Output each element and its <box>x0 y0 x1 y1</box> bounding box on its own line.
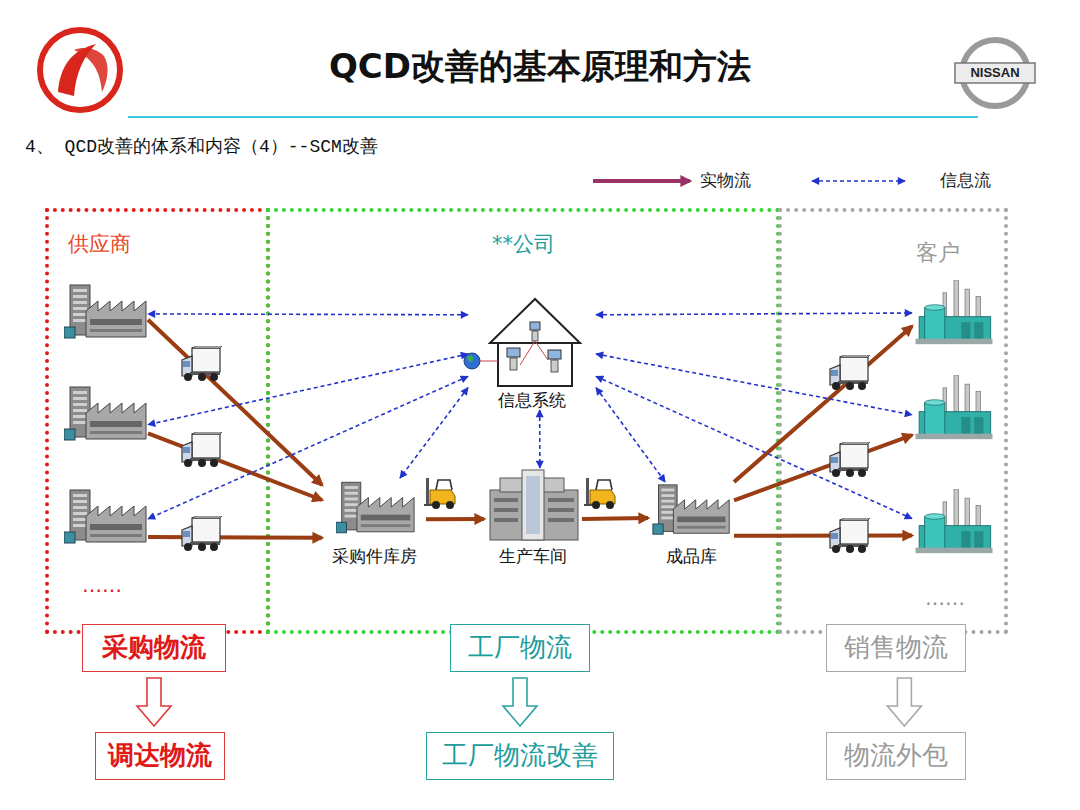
box-label: 销售物流 <box>844 632 948 663</box>
truck-icon <box>830 518 870 553</box>
icon-node <box>912 280 996 346</box>
node-label: 信息系统 <box>468 390 596 410</box>
block-arrow <box>887 678 921 726</box>
truck-icon <box>182 346 222 381</box>
region-box: 客户 <box>778 208 1008 634</box>
truck-icon <box>830 355 870 390</box>
flow-box: 采购物流 <box>82 624 226 672</box>
material-flow-arrow <box>734 534 912 538</box>
forklift-icon <box>584 478 615 509</box>
customer-plants <box>916 280 993 553</box>
region-heading: **公司 <box>492 232 555 257</box>
icon-node <box>912 374 996 442</box>
nissan-logo <box>955 40 1035 106</box>
flow-box: 工厂物流 <box>450 624 590 672</box>
supplier-factories <box>64 285 146 543</box>
information-flow-arrow <box>596 313 912 315</box>
icon-node <box>912 488 996 556</box>
legend-text: 信息流 <box>940 170 991 190</box>
icon-node <box>64 384 148 442</box>
region-heading: 客户 <box>916 240 960 266</box>
material-flow-arrow <box>734 326 912 482</box>
plant-icon <box>916 489 993 553</box>
information-flow-arrow <box>596 376 912 518</box>
flow-box: 销售物流 <box>826 624 966 672</box>
plant-icon <box>916 280 993 344</box>
icon-node: 成品库 <box>648 482 734 566</box>
factory-icon <box>64 490 146 543</box>
logo-text: NISSAN <box>955 65 1035 81</box>
truck-icon <box>182 432 222 467</box>
information-flow-arrow <box>539 410 541 468</box>
legend-sample <box>802 171 915 191</box>
truck-icon <box>182 516 222 551</box>
region-heading: 供应商 <box>68 232 131 257</box>
flow-box: 工厂物流改善 <box>426 732 614 780</box>
material-flow-arrow <box>148 535 322 540</box>
block-arrow <box>137 678 171 726</box>
node-label: 生产车间 <box>484 546 582 566</box>
block-arrow <box>503 678 537 726</box>
factory-icon <box>64 387 146 440</box>
material-flow-sample <box>593 179 690 183</box>
box-label: 采购物流 <box>102 632 206 663</box>
information-flow-arrow <box>596 388 665 482</box>
ellipsis: …… <box>925 586 965 610</box>
flow-box: 调达物流 <box>95 732 225 780</box>
icon-node <box>64 487 148 545</box>
factory-icon <box>653 485 729 534</box>
region-box: 供应商 <box>45 208 270 634</box>
information-flow-arrow <box>148 313 468 315</box>
box-label: 工厂物流 <box>468 632 572 663</box>
material-flow-arrow <box>148 433 322 500</box>
section-heading: 4、 QCD改善的体系和内容（4）--SCM改善 <box>25 137 378 159</box>
legend-sample <box>583 171 700 191</box>
info-system-house <box>464 299 580 386</box>
factory-icon <box>336 482 414 532</box>
forklift-icon <box>424 478 455 509</box>
page-title: QCD改善的基本原理和方法 <box>0 46 1080 87</box>
information-flow-arrow <box>596 354 912 415</box>
icon-node: 生产车间 <box>484 468 582 566</box>
information-flow-arrow <box>400 388 468 478</box>
factory-icon <box>64 285 146 338</box>
legend-text: 实物流 <box>700 170 751 190</box>
region-box: **公司信息系统采购件库房 生产车间 成品库 <box>266 208 780 634</box>
title-rule <box>128 116 978 118</box>
information-flow-arrow <box>148 376 468 519</box>
ellipsis: …… <box>82 573 122 597</box>
material-flow-arrow <box>426 517 484 521</box>
dongfeng-logo <box>40 30 120 110</box>
node-label: 成品库 <box>648 546 734 566</box>
information-flow-arrow <box>148 354 468 425</box>
material-flow-arrow <box>582 516 648 521</box>
box-label: 调达物流 <box>108 740 212 771</box>
icon-node: 信息系统 <box>468 298 596 410</box>
material-flow-arrow <box>148 320 322 485</box>
truck-icon <box>830 442 870 477</box>
information-flow-sample <box>812 180 905 182</box>
production-building <box>490 470 578 540</box>
plant-icon <box>916 375 993 439</box>
box-label: 工厂物流改善 <box>442 740 598 771</box>
icon-node <box>64 282 148 340</box>
node-label: 采购件库房 <box>322 546 426 566</box>
material-flow-arrow <box>734 435 912 500</box>
box-label: 物流外包 <box>844 740 948 771</box>
flow-box: 物流外包 <box>826 732 966 780</box>
icon-node: 采购件库房 <box>322 478 426 566</box>
